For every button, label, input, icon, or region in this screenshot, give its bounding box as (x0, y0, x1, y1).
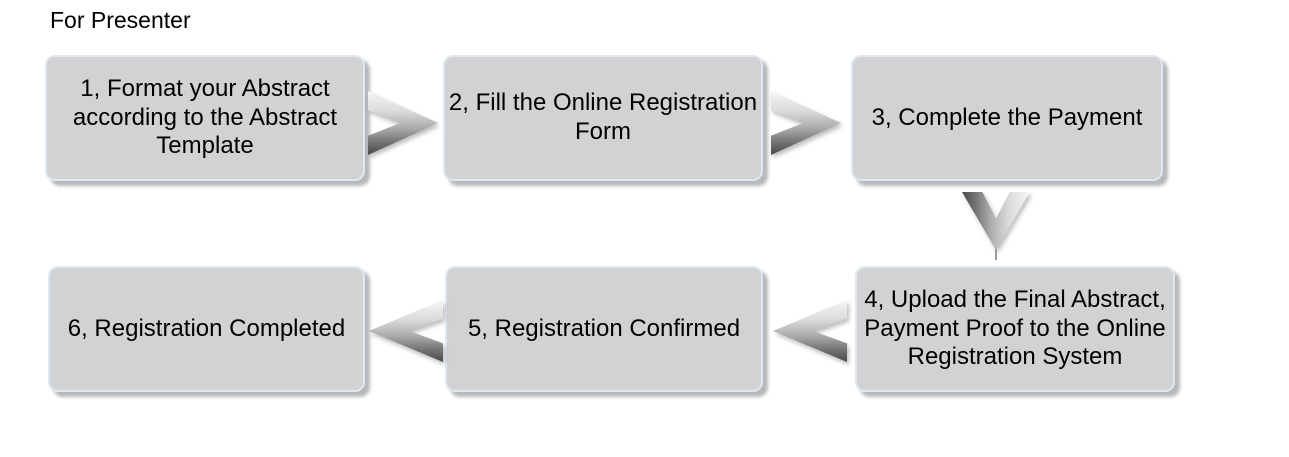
arrow-left-icon (369, 300, 443, 362)
down-arrow-tail (995, 249, 997, 260)
arrow-right-icon (771, 91, 841, 155)
chevron-right-shape (771, 91, 841, 155)
chevron-left-shape (773, 300, 847, 362)
arrow-left-icon (773, 300, 847, 362)
arrow-right-icon (368, 91, 438, 155)
flow-step-6: 6, Registration Completed (48, 266, 365, 392)
page-title: For Presenter (50, 7, 191, 33)
chevron-down-shape (962, 192, 1030, 250)
flow-step-4: 4, Upload the Final Abstract, Payment Pr… (855, 266, 1175, 392)
arrow-down-icon (962, 192, 1030, 250)
flow-step-2: 2, Fill the Online Registration Form (443, 55, 763, 181)
chevron-left-shape (369, 300, 443, 362)
flow-step-1: 1, Format your Abstract according to the… (45, 55, 365, 181)
flow-step-5: 5, Registration Confirmed (445, 266, 763, 392)
chevron-right-shape (368, 91, 438, 155)
flow-step-3: 3, Complete the Payment (851, 55, 1163, 181)
